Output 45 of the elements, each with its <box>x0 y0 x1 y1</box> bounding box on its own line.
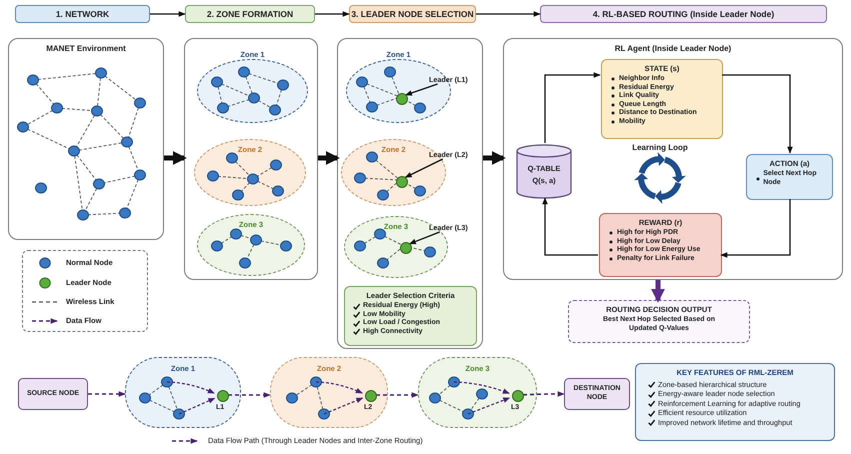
panel <box>503 38 843 280</box>
leader-node-dot <box>396 93 408 105</box>
step-header <box>15 5 150 23</box>
info-card <box>568 300 750 343</box>
step-header <box>185 5 315 23</box>
panel-title: RL Agent (Inside Leader Node) <box>614 44 732 53</box>
data-flow-arrow <box>228 392 271 398</box>
arrow <box>315 11 350 17</box>
arrow <box>476 11 541 17</box>
panel <box>184 38 318 280</box>
block-arrow <box>651 280 665 303</box>
arrow <box>150 11 186 17</box>
step-header <box>349 5 476 23</box>
endpoint-node <box>564 378 630 410</box>
arrow <box>544 72 601 143</box>
arrow <box>542 197 598 256</box>
arrow <box>720 199 791 258</box>
block-arrow <box>318 151 340 165</box>
info-card <box>344 286 477 346</box>
step-title: 3. LEADER NODE SELECTION <box>351 9 474 19</box>
panel <box>8 38 164 240</box>
leader-node-dot <box>365 390 377 402</box>
panel <box>337 38 483 349</box>
block-arrow <box>483 151 506 165</box>
block-arrow <box>164 151 187 165</box>
data-flow-arrow <box>88 391 126 397</box>
arrow <box>408 231 440 244</box>
info-card <box>635 363 835 441</box>
leader-node-dot <box>396 176 408 188</box>
leader-node-dot <box>512 390 524 402</box>
step-header <box>540 5 827 23</box>
data-flow-arrow <box>376 392 419 398</box>
step-title: 4. RL-BASED ROUTING (Inside Leader Node) <box>592 9 774 19</box>
step-title: 2. ZONE FORMATION <box>206 9 294 19</box>
data-flow-arrow <box>522 391 565 397</box>
info-card <box>746 154 833 200</box>
endpoint-node <box>18 378 88 410</box>
step-title: 1. NETWORK <box>56 9 110 19</box>
panel-title: MANET Environment <box>46 44 126 53</box>
leader-node-dot <box>217 390 229 402</box>
info-card <box>601 59 723 139</box>
loop-label: Learning Loop <box>631 143 689 152</box>
info-card <box>599 213 722 277</box>
leader-node-dot <box>400 242 412 254</box>
arrow <box>722 74 793 154</box>
